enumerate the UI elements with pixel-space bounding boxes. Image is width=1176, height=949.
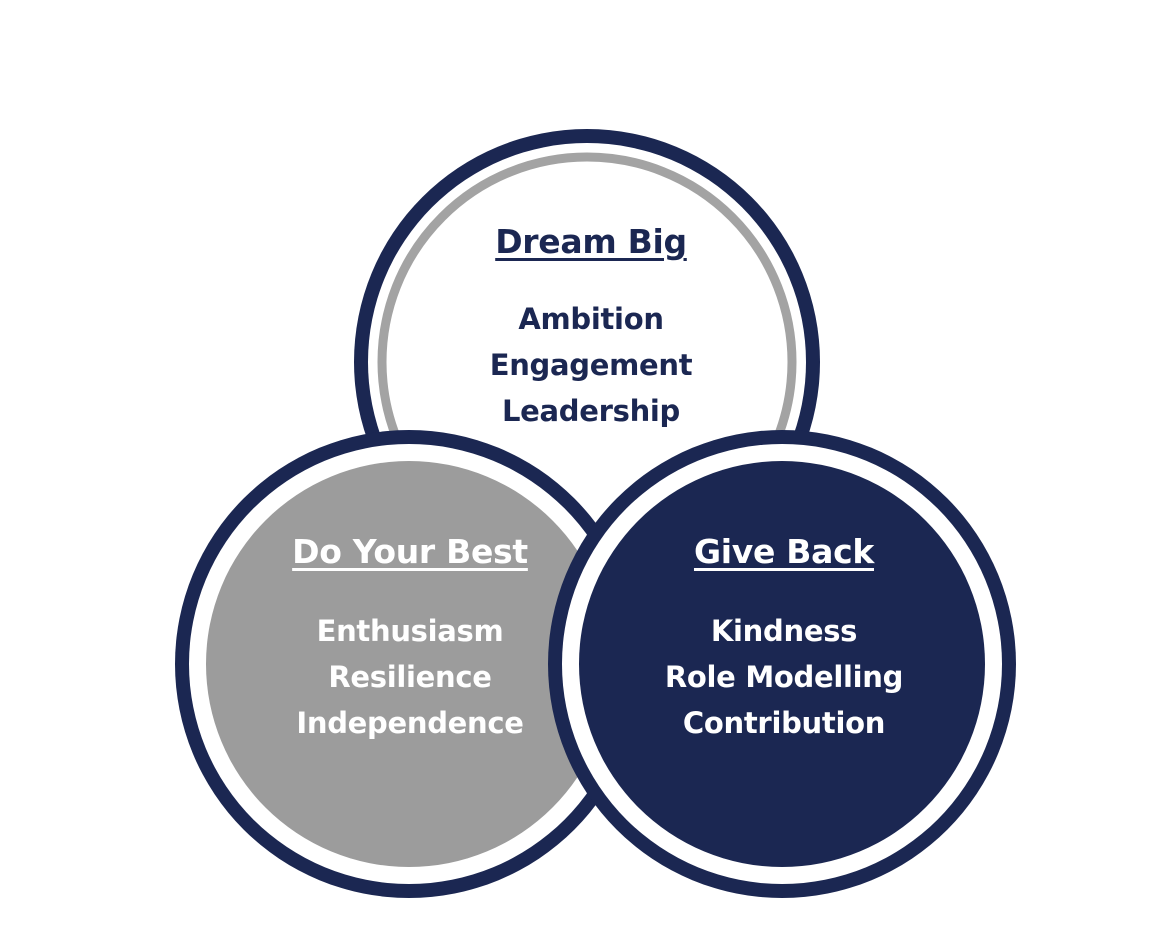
dream-big-title: Dream Big: [495, 222, 687, 261]
dream-big-values: Ambition Engagement Leadership: [411, 296, 771, 434]
do-your-best-text: Do Your Best Enthusiasm Resilience Indep…: [230, 532, 590, 746]
do-your-best-title: Do Your Best: [292, 532, 528, 571]
value-ambition: Ambition: [518, 302, 664, 336]
value-resilience: Resilience: [328, 660, 492, 694]
value-contribution: Contribution: [682, 706, 886, 740]
give-back-text: Give Back Kindness Role Modelling Contri…: [604, 532, 964, 746]
value-enthusiasm: Enthusiasm: [316, 614, 504, 648]
do-your-best-values: Enthusiasm Resilience Independence: [230, 608, 590, 746]
do-your-best-circle: [175, 430, 643, 898]
give-back-circle: [548, 430, 1016, 898]
give-back-fill: [579, 461, 985, 867]
value-independence: Independence: [296, 706, 524, 740]
value-kindness: Kindness: [710, 614, 858, 648]
value-leadership: Leadership: [501, 394, 681, 428]
give-back-title: Give Back: [693, 532, 874, 571]
do-your-best-fill: [206, 461, 612, 867]
value-engagement: Engagement: [489, 348, 693, 382]
give-back-values: Kindness Role Modelling Contribution: [604, 608, 964, 746]
dream-big-text: Dream Big Ambition Engagement Leadership: [411, 222, 771, 434]
value-role-modelling: Role Modelling: [664, 660, 904, 694]
